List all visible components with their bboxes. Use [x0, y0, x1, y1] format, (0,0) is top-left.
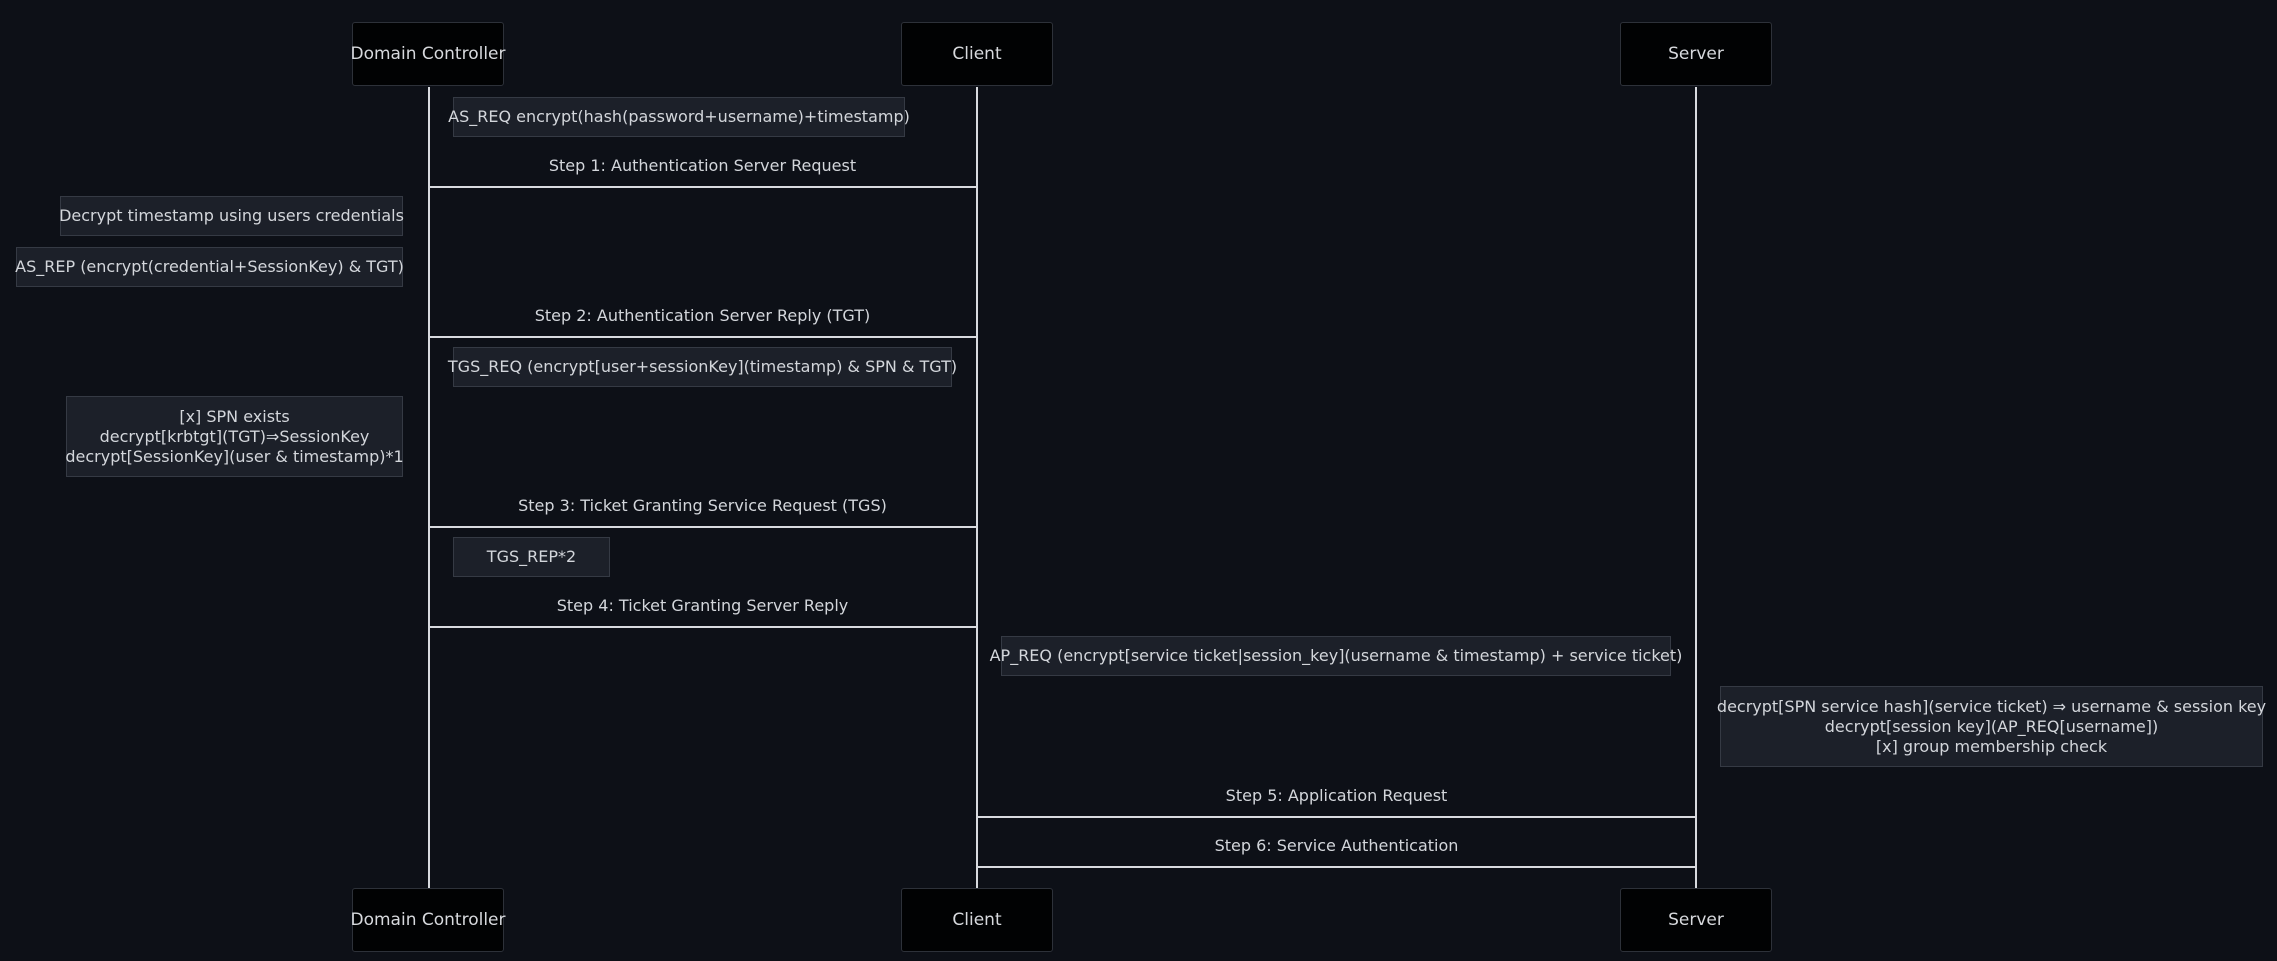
step6-arrow	[977, 866, 1696, 868]
note-as-req: AS_REQ encrypt(hash(password+username)+t…	[448, 97, 910, 137]
note-tgs-req: TGS_REQ (encrypt[user+sessionKey](timest…	[448, 347, 957, 387]
lifeline-domain-controller	[428, 87, 430, 888]
note-server-check-line-3: [x] group membership check	[1875, 736, 2108, 756]
step5-label: Step 5: Application Request	[1225, 786, 1448, 805]
step4-arrow	[429, 626, 976, 628]
step1-arrow	[429, 186, 976, 188]
step6-label: Step 6: Service Authentication	[1214, 836, 1459, 855]
actor-server-bottom: Server	[1620, 888, 1772, 952]
note-as-rep: AS_REP (encrypt(credential+SessionKey) &…	[15, 247, 404, 287]
step3-arrow	[429, 526, 976, 528]
step5-arrow	[977, 816, 1696, 818]
actor-server-top: Server	[1620, 22, 1772, 86]
note-dc-check: [x] SPN exists decrypt[krbtgt](TGT)⇒Sess…	[65, 396, 404, 477]
step2-arrow	[429, 336, 976, 338]
step2-label: Step 2: Authentication Server Reply (TGT…	[534, 306, 871, 325]
note-tgs-rep: TGS_REP*2	[453, 537, 610, 577]
note-ap-req: AP_REQ (encrypt[service ticket|session_k…	[990, 636, 1682, 676]
note-decrypt-timestamp: Decrypt timestamp using users credential…	[59, 196, 404, 236]
actor-client-top: Client	[901, 22, 1053, 86]
lifeline-client	[976, 87, 978, 888]
step1-label: Step 1: Authentication Server Request	[548, 156, 857, 175]
note-server-check-line-2: decrypt[session key](AP_REQ[username])	[1824, 716, 2159, 736]
note-dc-check-line-1: [x] SPN exists	[179, 406, 290, 426]
actor-domain-controller-bottom: Domain Controller	[351, 888, 506, 952]
note-server-check-line-1: decrypt[SPN service hash](service ticket…	[1716, 696, 2267, 716]
actor-client-bottom: Client	[901, 888, 1053, 952]
note-dc-check-line-2: decrypt[krbtgt](TGT)⇒SessionKey	[99, 426, 370, 446]
lifeline-server	[1695, 87, 1697, 888]
step3-label: Step 3: Ticket Granting Service Request …	[518, 496, 887, 515]
step4-label: Step 4: Ticket Granting Server Reply	[556, 596, 849, 615]
note-dc-check-line-3: decrypt[SessionKey](user & timestamp)*1	[65, 446, 404, 466]
note-server-check: decrypt[SPN service hash](service ticket…	[1716, 686, 2267, 767]
actor-domain-controller-top: Domain Controller	[351, 22, 506, 86]
